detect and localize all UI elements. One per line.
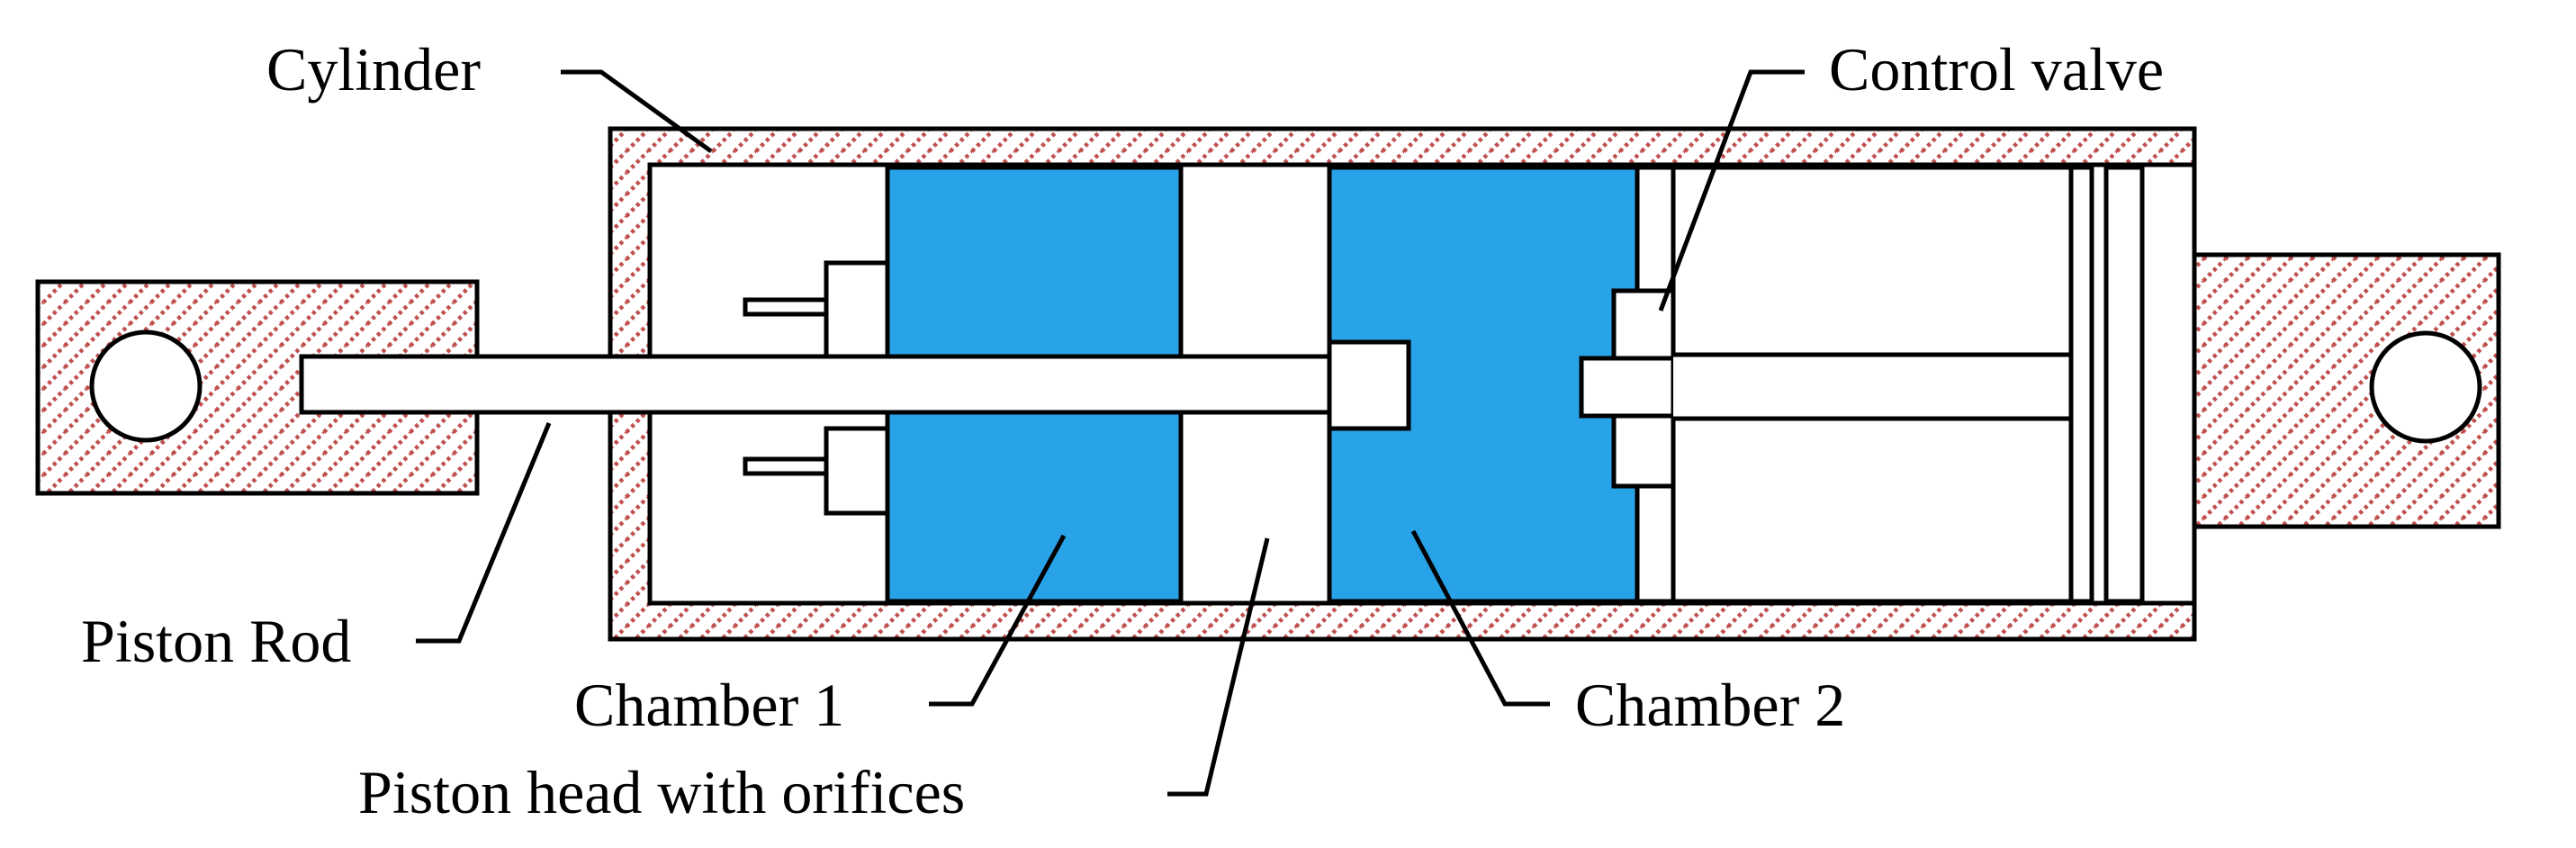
label-control-valve: Control valve bbox=[1829, 35, 2164, 104]
piston-head-insert bbox=[1327, 339, 1411, 431]
leader-lines bbox=[416, 69, 1805, 797]
rod-seal-gland bbox=[743, 260, 890, 516]
accumulator-section bbox=[1671, 165, 2145, 604]
leader-piston-head bbox=[1167, 537, 1270, 797]
label-chamber-1: Chamber 1 bbox=[574, 671, 844, 739]
leader-chamber-1 bbox=[929, 534, 1067, 707]
leader-control-valve bbox=[1658, 69, 1805, 311]
right-eye-mount bbox=[2190, 252, 2501, 529]
label-chamber-2: Chamber 2 bbox=[1575, 671, 1845, 739]
piston-rod bbox=[299, 354, 1411, 415]
label-piston-rod: Piston Rod bbox=[81, 607, 351, 675]
leader-piston-rod bbox=[416, 422, 552, 644]
label-piston-head: Piston head with orifices bbox=[358, 758, 965, 826]
leader-cylinder bbox=[561, 69, 713, 154]
label-cylinder: Cylinder bbox=[266, 35, 481, 104]
leader-chamber-2 bbox=[1410, 529, 1550, 707]
